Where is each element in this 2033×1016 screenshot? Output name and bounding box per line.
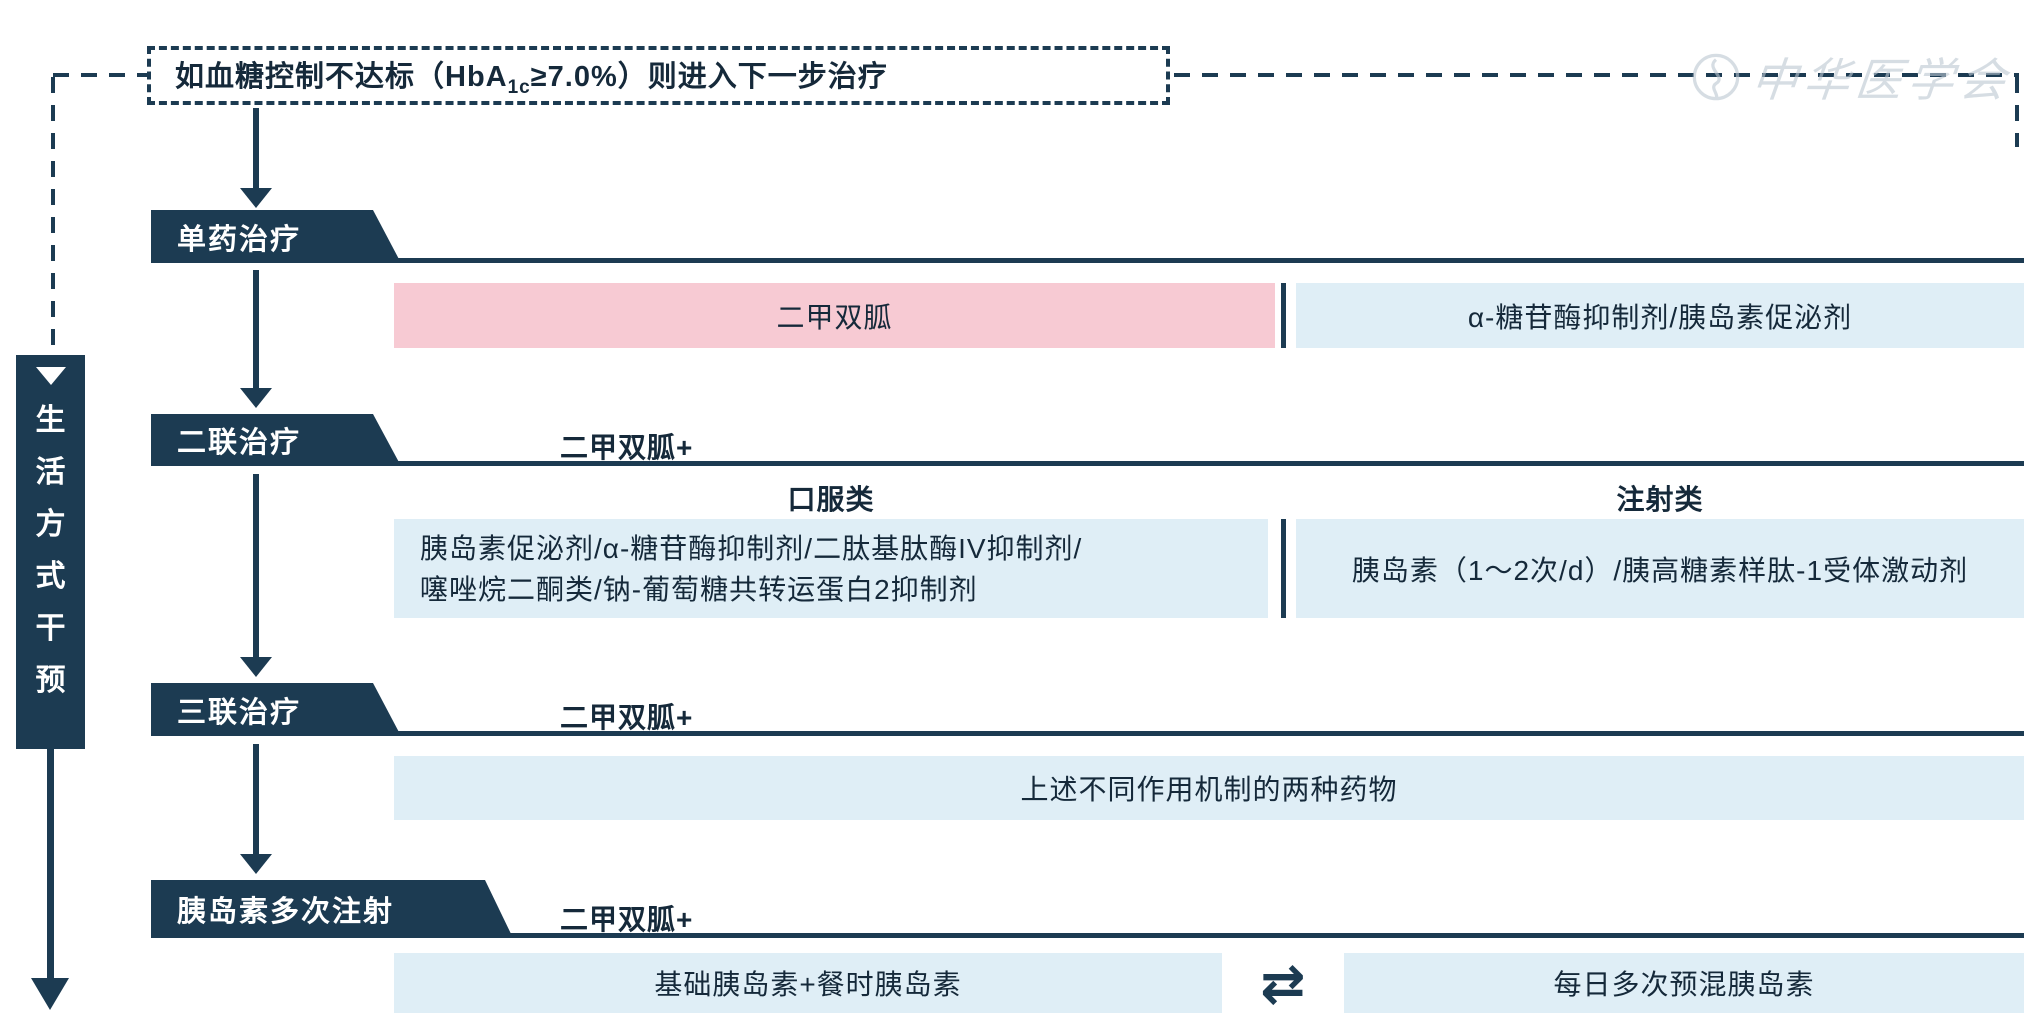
monotherapy-alternative-bar: α-糖苷酶抑制剂/胰岛素促泌剂 (1296, 283, 2024, 348)
dual-therapy-oral-bar: 胰岛素促泌剂/α-糖苷酶抑制剂/二肽基肽酶IV抑制剂/ 噻唑烷二酮类/钠-葡萄糖… (394, 519, 1268, 618)
step-underline-dual-therapy (151, 461, 2024, 466)
monotherapy-primary-text: 二甲双胍 (776, 301, 893, 333)
step-tab-triple-therapy: 三联治疗 (151, 683, 401, 736)
lifestyle-intervention-label: 生活方式干预 (35, 404, 66, 697)
condition-text-subscript: 1c (507, 76, 531, 98)
step-underline-insulin-injections (151, 933, 2024, 938)
down-arrow-icon (240, 388, 272, 408)
arrow-line (253, 108, 259, 188)
lifestyle-arrow-head-icon (31, 978, 69, 1010)
monotherapy-alternative-text: α-糖苷酶抑制剂/胰岛素促泌剂 (1467, 301, 1853, 333)
down-arrow-icon (240, 188, 272, 208)
arrow-line (253, 744, 259, 854)
flow-arrow-to-dual-therapy (239, 270, 273, 408)
dashed-connector-right-vertical (2015, 77, 2019, 147)
insulin-premixed-bar: 每日多次预混胰岛素 (1344, 953, 2024, 1013)
step-underline-monotherapy (151, 258, 2024, 263)
step-underline-triple-therapy (151, 731, 2024, 736)
swap-arrows-icon: ⇄ (1260, 953, 1306, 1014)
flow-arrow-to-insulin-injections (239, 744, 273, 874)
step-tab-label: 三联治疗 (177, 696, 302, 729)
dashed-connector-right-horizontal (1174, 73, 2019, 77)
step-tab-label: 胰岛素多次注射 (177, 896, 395, 928)
watermark-logo-icon (1692, 53, 1740, 101)
bar-divider (1281, 283, 1286, 348)
triple-therapy-text: 上述不同作用机制的两种药物 (1020, 774, 1398, 805)
lifestyle-arrow-line (47, 749, 54, 979)
condition-box: 如血糖控制不达标（HbA1c≥7.0%）则进入下一步治疗 (147, 46, 1170, 105)
insulin-basal-bolus-bar: 基础胰岛素+餐时胰岛素 (394, 953, 1222, 1013)
dual-therapy-oral-line2: 噻唑烷二酮类/钠-葡萄糖共转运蛋白2抑制剂 (420, 573, 978, 605)
flow-arrow-to-monotherapy (239, 108, 273, 208)
triple-therapy-bar: 上述不同作用机制的两种药物 (394, 756, 2024, 820)
insulin-premixed-text: 每日多次预混胰岛素 (1553, 969, 1815, 1000)
down-arrow-icon (240, 657, 272, 677)
step-tab-insulin-injections: 胰岛素多次注射 (151, 880, 513, 938)
down-triangle-icon (35, 367, 66, 385)
dual-therapy-injectable-bar: 胰岛素（1～2次/d）/胰高糖素样肽-1受体激动剂 (1296, 519, 2024, 618)
dashed-connector-left-vertical (51, 77, 55, 355)
step-tab-monotherapy: 单药治疗 (151, 210, 401, 263)
monotherapy-primary-bar: 二甲双胍 (394, 283, 1275, 348)
metformin-plus-label-insulin: 二甲双胍+ (560, 904, 694, 935)
lifestyle-intervention-bar: 生活方式干预 (16, 355, 85, 749)
step-tab-label: 单药治疗 (177, 223, 302, 256)
condition-text-suffix: ≥7.0%）则进入下一步治疗 (530, 60, 888, 93)
flow-arrow-to-triple-therapy (239, 474, 273, 677)
injectable-class-header: 注射类 (1616, 484, 1704, 515)
metformin-plus-label-triple: 二甲双胍+ (560, 702, 694, 733)
step-tab-dual-therapy: 二联治疗 (151, 414, 401, 466)
dashed-connector-left-horizontal (53, 73, 147, 77)
condition-text: 如血糖控制不达标（HbA1c≥7.0%）则进入下一步治疗 (175, 53, 888, 99)
dual-therapy-injectable-text: 胰岛素（1～2次/d）/胰高糖素样肽-1受体激动剂 (1351, 554, 1969, 586)
dual-therapy-oral-line1: 胰岛素促泌剂/α-糖苷酶抑制剂/二肽基肽酶IV抑制剂/ (420, 532, 1083, 564)
insulin-basal-bolus-text: 基础胰岛素+餐时胰岛素 (654, 969, 962, 1000)
metformin-plus-label-dual: 二甲双胍+ (560, 432, 694, 463)
watermark-text: 中华医学会 (1748, 55, 2015, 106)
condition-text-prefix: 如血糖控制不达标（HbA (175, 60, 508, 93)
step-tab-label: 二联治疗 (177, 427, 302, 459)
down-arrow-icon (240, 854, 272, 874)
arrow-line (253, 270, 259, 388)
bar-divider (1281, 519, 1286, 618)
watermark: 中华医学会 (1690, 44, 2014, 110)
arrow-line (253, 474, 259, 657)
oral-class-header: 口服类 (787, 484, 875, 515)
